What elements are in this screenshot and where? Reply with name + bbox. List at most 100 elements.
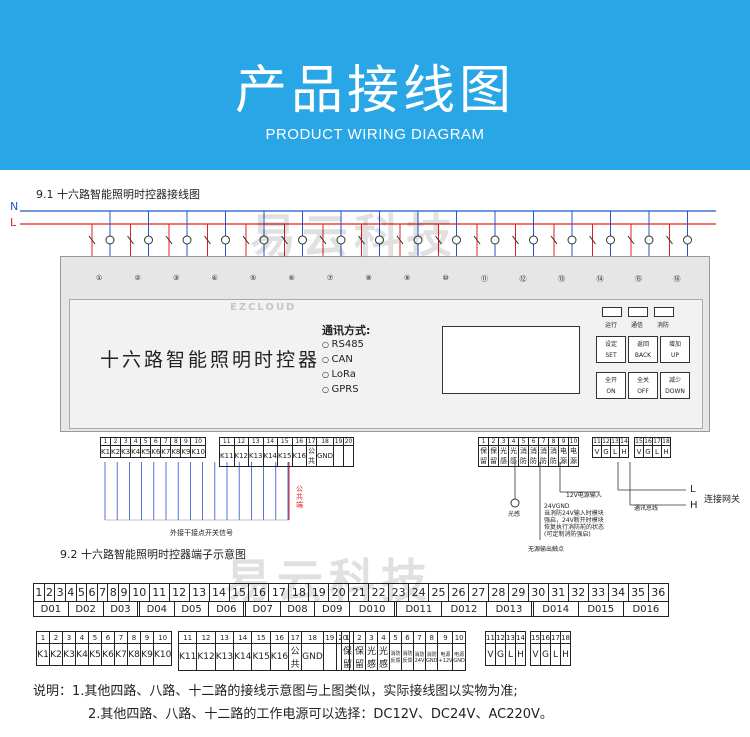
terminal-label: G: [601, 445, 611, 458]
terminal-number: 6: [401, 631, 414, 644]
terminal-label: K7: [114, 643, 128, 666]
switch-icon: [88, 235, 96, 245]
relay-number: ⑪: [481, 275, 488, 283]
terminal-number: 2: [110, 437, 122, 446]
terminal-label: G: [643, 445, 653, 458]
relay-out-label: 无源输出触点: [528, 546, 565, 553]
terminal-label: 公共: [288, 643, 303, 671]
terminal-number: 7: [538, 437, 549, 446]
output-cell: D02: [67, 601, 104, 617]
lamp-icon: [567, 235, 577, 245]
terminal-number: 33: [587, 583, 609, 602]
terminal-label: K14: [233, 643, 253, 671]
terminal-number: 3: [62, 631, 76, 644]
terminal-number: 18: [315, 437, 335, 446]
terminal-label: K14: [262, 445, 278, 467]
terminal-number: 2: [43, 583, 56, 602]
terminal-number: 2: [353, 631, 366, 644]
comm-option: RS485: [322, 339, 364, 350]
terminal-label: K4: [75, 643, 89, 666]
terminal-number: 16: [269, 631, 290, 644]
terminal-label: [333, 445, 345, 467]
terminal-label: 光感: [377, 643, 390, 671]
terminal-number: 17: [288, 631, 303, 644]
switch-icon: [512, 235, 519, 245]
switch-icon: [319, 235, 327, 245]
terminal-label: 消防24V: [413, 643, 426, 671]
terminal-number: 4: [64, 583, 77, 602]
terminal-label: K3: [62, 643, 76, 666]
lamp-icon: [105, 235, 115, 245]
lamp-icon: [490, 235, 500, 245]
terminal-label: G: [495, 643, 506, 666]
terminal-label: K5: [140, 445, 152, 458]
terminal-label: K7: [160, 445, 172, 458]
terminal-label: L: [550, 643, 561, 666]
terminal-number: 6: [150, 437, 162, 446]
terminal-label: K6: [150, 445, 162, 458]
terminal-number: 7: [114, 631, 128, 644]
terminal-number: 9: [558, 437, 569, 446]
terminal-number: 8: [548, 437, 559, 446]
output-cell: D05: [173, 601, 210, 617]
terminal-number: 4: [75, 631, 89, 644]
terminal-number: 12: [168, 583, 190, 602]
terminal-number: 7: [413, 631, 426, 644]
relay-number: ⑬: [558, 275, 565, 283]
comm-indicator-label: 通信: [631, 322, 644, 329]
terminal-number: 11: [148, 583, 170, 602]
terminal-number: 10: [152, 631, 173, 644]
terminal-number: 3: [120, 437, 132, 446]
terminal-number: 15: [251, 631, 271, 644]
terminal-number: 8: [424, 631, 439, 644]
relay-number: ⑧: [365, 274, 372, 282]
relay-number: ⑨: [404, 274, 411, 282]
relay-number: ⑫: [519, 275, 527, 283]
terminal-number: 19: [308, 583, 330, 602]
public-label: 公共端: [296, 485, 303, 509]
terminal-label: K11: [177, 643, 198, 671]
terminal-number: 9: [437, 631, 454, 644]
terminal-label: L: [652, 445, 662, 458]
terminal-number: 18: [301, 631, 324, 644]
terminal-number: 8: [127, 631, 141, 644]
terminal-label: V: [530, 643, 541, 666]
switch-icon: [281, 235, 288, 245]
terminal-number: 27: [467, 583, 489, 602]
terminal-number: 30: [527, 583, 549, 602]
terminal-number: 13: [214, 631, 235, 644]
terminal-number: 11: [219, 437, 235, 446]
terminal-number: 12: [495, 631, 506, 644]
terminal-number: 12: [196, 631, 216, 644]
output-cell: D016: [622, 601, 670, 617]
lamp-icon: [413, 235, 423, 245]
lamp-icon: [375, 235, 384, 245]
terminal-number: 16: [291, 437, 307, 446]
output-cell: D014: [532, 601, 579, 617]
terminal-number: 29: [507, 583, 529, 602]
watermark-logo-2: 易云科技: [225, 554, 433, 608]
l-line-label: L: [10, 216, 17, 229]
output-cell: D013: [485, 601, 533, 617]
fire-indicator: [654, 307, 674, 317]
output-cell: D012: [440, 601, 487, 617]
terminal-label: 公共: [306, 445, 317, 467]
output-cell: D015: [577, 601, 624, 617]
device-front-panel: [69, 299, 703, 429]
terminal-number: 31: [547, 583, 569, 602]
comm-title: 通讯方式:: [322, 324, 371, 337]
output-cell: D01: [33, 601, 69, 617]
terminal-number: 8: [170, 437, 182, 446]
terminal-number: 4: [130, 437, 142, 446]
